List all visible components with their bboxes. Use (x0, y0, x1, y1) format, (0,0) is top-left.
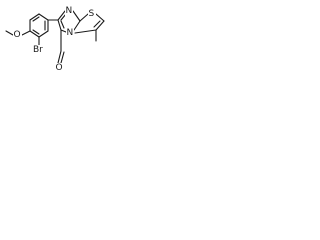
methoxy-oxygen-label: O (14, 30, 21, 40)
bond-oxygen-aryl (21, 30, 31, 36)
bond-benzene-2 (29, 13, 40, 21)
bond-benzene-inner-3 (32, 29, 40, 35)
bromine-label: Br (33, 45, 43, 55)
bond-benzene-inner-1 (32, 16, 40, 22)
bond-methyl-oxygen (5, 30, 14, 36)
atom-labels: O Br N N S O (13, 6, 96, 73)
bond-s-c2 (95, 13, 105, 22)
bond-cho-oxygen (57, 50, 62, 64)
bond-c2-c3-double (93, 20, 101, 28)
molecule-drawing: O Br N N S O (5, 6, 105, 73)
bond-benzene-5 (38, 30, 49, 38)
bond-c5-c6 (57, 19, 62, 31)
sulfur-label: S (89, 9, 95, 19)
bond-cho-oxygen-double (60, 51, 65, 64)
bond-c6-n7 (57, 10, 66, 21)
bond-c2-c3 (95, 20, 105, 31)
bonds (5, 10, 105, 64)
bond-c7a-n4 (73, 20, 81, 31)
aldehyde-oxygen-label: O (56, 63, 63, 73)
bond-benzene-3 (38, 13, 49, 21)
structure-diagram: O Br N N S O (0, 0, 153, 80)
imine-nitrogen-label: N (66, 6, 73, 16)
bond-n7-c7a (72, 10, 81, 22)
bond-benzene-6 (29, 30, 40, 38)
bond-c3-n4 (74, 29, 97, 34)
bond-c5-c6-double (60, 20, 65, 29)
bond-n4-c5 (60, 29, 67, 33)
bridge-nitrogen-label: N (67, 28, 74, 38)
bond-c7a-s (79, 13, 89, 22)
